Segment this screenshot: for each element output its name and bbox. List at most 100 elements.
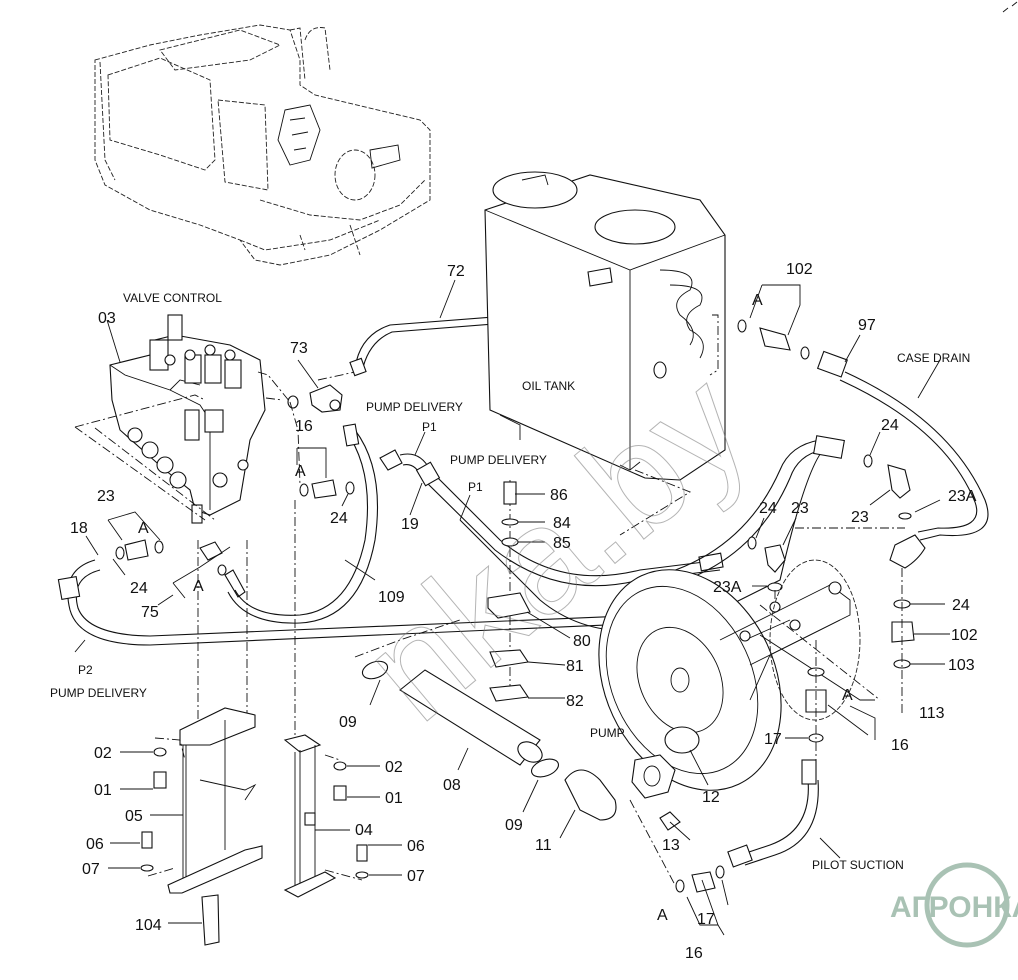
bolt-06: [141, 831, 153, 849]
callout: 02: [94, 745, 112, 762]
o-ring-24: [863, 454, 873, 468]
caption-pump-delivery: PUMP DELIVERY: [450, 453, 547, 467]
callout: 24: [330, 510, 348, 527]
callout: 16: [295, 418, 313, 435]
valve-control-assembly: [109, 314, 266, 524]
leader-81: [527, 661, 566, 666]
callout: 11: [535, 837, 552, 854]
o-ring-12: [664, 726, 700, 754]
callout: 16: [891, 737, 909, 754]
leader-23: [869, 489, 891, 506]
oil-tank: [484, 171, 726, 481]
leader-113: [759, 634, 875, 701]
bracket-16: [827, 704, 876, 740]
logo-text: АГРОНКА: [890, 891, 1018, 924]
callout: 102: [951, 627, 978, 644]
fitting-23-left: [115, 539, 164, 561]
o-ring-23a: [898, 512, 912, 520]
leader-09: [369, 679, 381, 706]
o-ring-a: [675, 879, 685, 893]
callout: 24: [130, 580, 148, 597]
caption-valve-control: VALVE CONTROL: [123, 291, 222, 305]
callout: 75: [141, 604, 159, 621]
bolt-06: [356, 844, 368, 862]
leader-11: [559, 809, 576, 839]
leader-72: [439, 279, 456, 319]
callout: 04: [355, 822, 373, 839]
callout: 09: [339, 714, 357, 731]
washer-07: [140, 864, 154, 872]
leader-19: [409, 482, 423, 516]
leader-08: [457, 747, 469, 771]
callout: 16: [685, 945, 703, 962]
callout: 73: [290, 340, 308, 357]
leader-dash: [74, 426, 216, 521]
bolt-01: [333, 785, 347, 801]
callout: 07: [82, 861, 100, 878]
washer-07: [355, 871, 369, 879]
leader-dash: [759, 604, 881, 701]
caption-pilot-suction: PILOT SUCTION: [812, 858, 904, 872]
callout: 23: [97, 488, 115, 505]
washer-02: [153, 747, 167, 757]
callout: 81: [566, 658, 584, 675]
callout: 07: [407, 868, 425, 885]
bracket-04: [283, 734, 337, 898]
leader-pilot-suction: [819, 837, 841, 859]
leader-18: [85, 535, 99, 556]
leader-24: [755, 517, 765, 539]
leader-109: [344, 559, 376, 581]
callout: 23A: [948, 488, 977, 505]
sleeve-104: [201, 894, 220, 946]
fitting-102: [891, 621, 915, 643]
leader-case-drain: [917, 359, 941, 399]
callout: 113: [919, 705, 945, 722]
callout: 23: [851, 509, 869, 526]
fitting-16-pump: [691, 871, 716, 893]
caption-pump-delivery: PUMP DELIVERY: [366, 400, 463, 414]
bracket-102: [762, 284, 801, 336]
leader-dash: [354, 619, 461, 658]
o-ring-23a: [767, 582, 783, 592]
bracket-16: [686, 879, 725, 936]
leader-09: [522, 779, 539, 813]
leader-dash: [324, 754, 363, 881]
o-ring-24: [747, 536, 757, 550]
leader-24: [341, 493, 349, 507]
caption-oil-tank: OIL TANK: [522, 379, 575, 393]
callout: A: [295, 463, 306, 480]
elbow-23: [764, 544, 786, 573]
caption-p2: P2: [78, 663, 93, 677]
callout: 84: [553, 515, 571, 532]
callout: 06: [86, 836, 104, 853]
pump: [598, 559, 861, 791]
leader-75: [157, 594, 174, 606]
callout: 24: [759, 500, 777, 517]
callout: 05: [125, 808, 143, 825]
fitting-102-tank: [737, 319, 810, 360]
leader-p1: [414, 431, 426, 456]
leader-p2: [74, 639, 86, 653]
callout: 09: [505, 817, 523, 834]
callout: 03: [98, 310, 116, 327]
callout: A: [193, 578, 204, 595]
hose-pilot-suction: [727, 759, 819, 868]
leader-dash: [317, 371, 356, 381]
leader-12: [689, 749, 709, 786]
leader-97: [844, 334, 861, 363]
leader-dash: [154, 737, 186, 761]
callout: 01: [94, 782, 112, 799]
callout: 06: [407, 838, 425, 855]
callout: 102: [786, 261, 813, 278]
callout: 01: [385, 790, 403, 807]
hose-case-drain: [816, 350, 989, 569]
hose-109: [227, 423, 379, 624]
bracket-16: [297, 447, 327, 478]
fitting-16: [805, 689, 827, 713]
bracket-102: [749, 284, 763, 319]
caption-pump-delivery: PUMP DELIVERY: [50, 686, 147, 700]
callout: 24: [952, 597, 970, 614]
leader-dash: [147, 867, 176, 877]
callout: 12: [702, 789, 720, 806]
